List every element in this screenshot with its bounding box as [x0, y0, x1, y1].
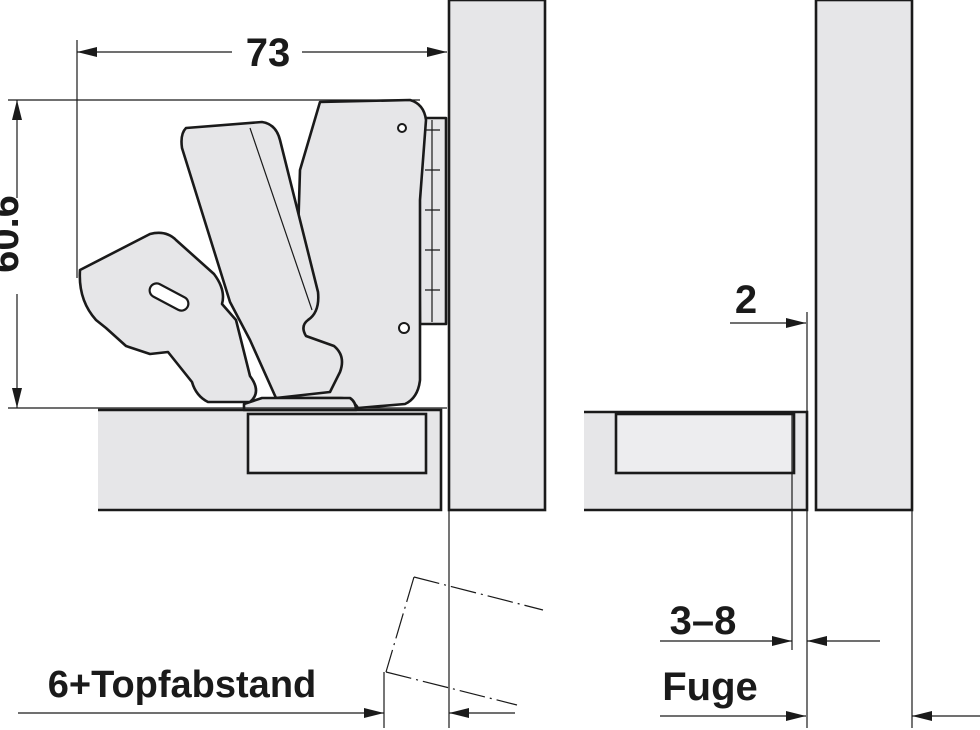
dimension-3-8: 3–8	[660, 414, 880, 728]
dimension-topfabstand: 6+Topfabstand	[18, 510, 544, 728]
open-door-outline	[413, 576, 544, 611]
right-assembly	[584, 0, 914, 512]
hinge-lever-rear	[180, 120, 344, 400]
hinge-slot	[148, 282, 190, 312]
hinge-base-block	[242, 396, 358, 412]
dim-2-label: 2	[735, 278, 757, 322]
dim-3-8-label: 3–8	[670, 599, 737, 643]
fuge-label: Fuge	[662, 665, 758, 709]
dimension-2: 2	[730, 278, 808, 510]
dimension-fuge: Fuge	[660, 510, 980, 728]
hinge-lever-front	[78, 231, 258, 404]
right-hinge-cup	[614, 412, 796, 475]
left-cabinet-side-panel	[447, 0, 547, 512]
right-cabinet-side-panel	[814, 0, 914, 512]
topfabstand-label: 6+Topfabstand	[48, 664, 317, 706]
left-hinge-cup	[246, 412, 428, 475]
dim-60-6-label: 60.6	[0, 195, 27, 273]
dim-73-label: 73	[246, 31, 291, 75]
left-assembly	[78, 0, 547, 512]
dimension-73: 73	[76, 30, 447, 278]
dimension-60-6: 60.6	[0, 99, 447, 409]
